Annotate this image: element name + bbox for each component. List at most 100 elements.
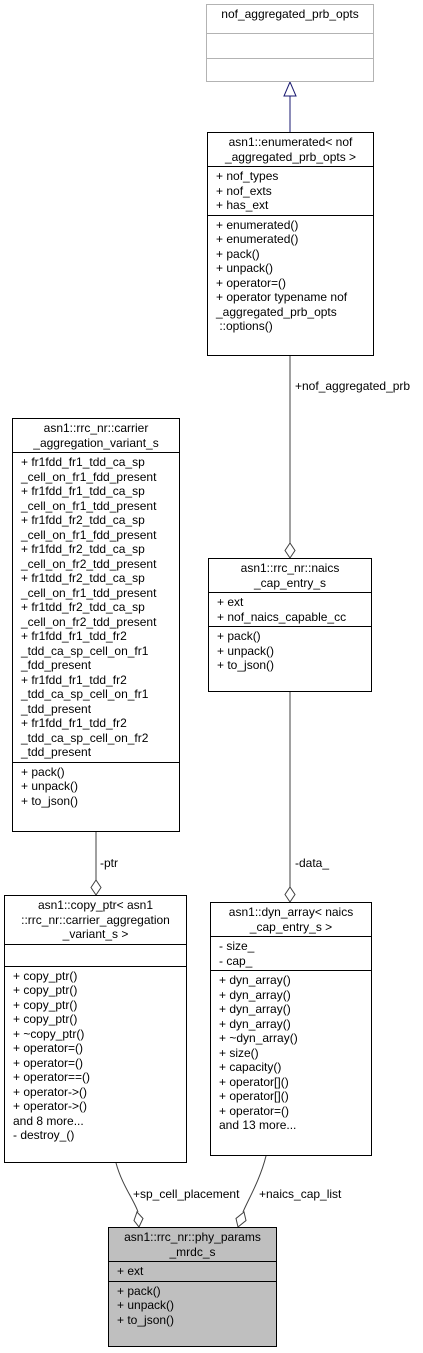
attribute-line: + ext (217, 595, 244, 609)
attribute-line: + fr1fdd_fr1_tdd_ca_sp (21, 484, 145, 498)
attribute-line: _tdd_ca_sp_cell_on_fr2 (21, 730, 149, 745)
operation-line: + ~copy_ptr() (13, 1026, 85, 1041)
class-title: asn1::copy_ptr< asn1::rrc_nr::carrier_ag… (5, 896, 186, 944)
attribute-line: _cell_on_fr1_fdd_present (21, 469, 157, 484)
attribute-line: - size_ (219, 939, 255, 953)
attribute-line: + fr1fdd_fr1_tdd_fr2 (21, 672, 127, 687)
operation-line: + pack() (117, 1283, 161, 1298)
operation-line: ::options() (216, 319, 273, 333)
operation-line: + dyn_array() (219, 987, 291, 1002)
class-attributes (5, 943, 186, 966)
class-title: asn1::rrc_nr::naics_cap_entry_s (209, 559, 371, 592)
attribute-line: _cell_on_fr2_tdd_present (21, 614, 157, 629)
operation-line: + operator->() (13, 1084, 88, 1099)
class-name-line: _cap_entry_s > (249, 919, 333, 934)
attribute-line: _tdd_ca_sp_cell_on_fr1 (21, 643, 149, 658)
class-name-line: _mrdc_s (169, 1244, 216, 1259)
class-operations (207, 58, 373, 82)
class-carrier-aggregation-variant[interactable]: asn1::rrc_nr::carrier_aggregation_varian… (12, 418, 180, 832)
edge-label-naics-cap-list: +naics_cap_list (259, 1187, 342, 1201)
attribute-line: _cell_on_fr1_tdd_present (21, 585, 157, 600)
class-naics-cap-entry[interactable]: asn1::rrc_nr::naics_cap_entry_s + ext+ n… (208, 558, 372, 692)
class-name-line: ::rrc_nr::carrier_aggregation (21, 912, 170, 927)
operation-line: + operator[]() (219, 1074, 289, 1089)
class-attributes: + ext+ nof_naics_capable_cc (209, 592, 371, 626)
operation-line: + copy_ptr() (13, 1012, 78, 1026)
edge-label-data: -data_ (295, 856, 330, 870)
attribute-line: - cap_ (219, 953, 253, 968)
class-dyn-array[interactable]: asn1::dyn_array< naics_cap_entry_s > - s… (210, 902, 372, 1156)
class-operations: + pack()+ unpack()+ to_json() (209, 626, 371, 675)
operation-line: + operator->() (13, 1099, 88, 1113)
attribute-line: + fr1fdd_fr2_tdd_ca_sp (21, 542, 145, 556)
attribute-line: + fr1tdd_fr2_tdd_ca_sp (21, 600, 145, 614)
class-attributes (207, 33, 373, 58)
operation-line: + unpack() (117, 1298, 175, 1312)
attribute-line: _tdd_present (21, 745, 92, 759)
class-operations: + pack()+ unpack()+ to_json() (109, 1280, 276, 1330)
operation-line: + operator==() (13, 1070, 91, 1084)
class-name-line: nof_aggregated_prb_opts (221, 7, 359, 21)
operation-line: + enumerated() (216, 232, 299, 246)
class-name-line: _cap_entry_s (253, 575, 327, 590)
class-title: asn1::rrc_nr::carrier_aggregation_varian… (13, 419, 179, 452)
operation-line: + dyn_array() (219, 1016, 291, 1031)
attribute-line: _tdd_ca_sp_cell_on_fr1 (21, 687, 149, 701)
edge-label-ptr: -ptr (100, 856, 118, 870)
operation-line: + unpack() (217, 643, 275, 658)
class-operations: + pack()+ unpack()+ to_json() (13, 761, 179, 811)
class-title: nof_aggregated_prb_opts (207, 5, 373, 33)
class-phy-params-mrdc[interactable]: asn1::rrc_nr::phy_params_mrdc_s + ext + … (108, 1227, 277, 1347)
attribute-line: + has_ext (216, 198, 269, 212)
attribute-line: + fr1fdd_fr2_tdd_ca_sp (21, 513, 145, 527)
inheritance-edge (283, 80, 297, 132)
operation-line: + operator typename nof (216, 290, 348, 304)
operation-line: + enumerated() (216, 217, 299, 232)
class-operations: + copy_ptr()+ copy_ptr()+ copy_ptr()+ co… (5, 965, 186, 1145)
operation-line: + to_json() (217, 658, 275, 672)
operation-line: + copy_ptr() (13, 997, 78, 1012)
class-name-line: _aggregated_prb_opts > (224, 149, 357, 164)
class-attributes: + ext (109, 1261, 276, 1281)
attribute-line: + nof_naics_capable_cc (217, 609, 347, 624)
operation-line: + pack() (216, 246, 260, 261)
edge-data (284, 692, 296, 903)
attribute-line: + nof_exts (216, 183, 272, 198)
attribute-line: + fr1fdd_fr1_tdd_ca_sp (21, 455, 145, 469)
operation-line: + operator=() (216, 275, 287, 290)
edge-sp-cell-placement (115, 1162, 144, 1228)
edge-nof-aggregated-prb (284, 356, 296, 559)
operation-line: + to_json() (117, 1312, 175, 1327)
class-name-line: asn1::rrc_nr::phy_params (124, 1230, 261, 1244)
operation-line: + operator[]() (219, 1089, 289, 1103)
operation-line: + copy_ptr() (13, 968, 78, 983)
operation-line: + pack() (21, 764, 65, 779)
class-attributes: + nof_types+ nof_exts+ has_ext (208, 166, 373, 215)
class-title: asn1::enumerated< nof_aggregated_prb_opt… (208, 133, 373, 166)
edge-naics-cap-list (235, 1155, 267, 1228)
class-operations: + dyn_array()+ dyn_array()+ dyn_array()+… (211, 970, 371, 1135)
class-copy-ptr[interactable]: asn1::copy_ptr< asn1::rrc_nr::carrier_ag… (4, 895, 187, 1163)
operation-line: + copy_ptr() (13, 983, 78, 997)
class-name-line: _variant_s > (62, 927, 129, 941)
class-name-line: asn1::dyn_array< naics (228, 905, 354, 919)
operation-line: + to_json() (21, 793, 79, 808)
class-attributes: + fr1fdd_fr1_tdd_ca_sp_cell_on_fr1_fdd_p… (13, 452, 179, 762)
edge-ptr (90, 832, 102, 896)
edge-label-sp-cell-placement: +sp_cell_placement (133, 1187, 240, 1201)
class-nof-aggregated-prb-opts[interactable]: nof_aggregated_prb_opts (206, 4, 374, 82)
operation-line: + capacity() (219, 1060, 282, 1074)
attribute-line: + fr1fdd_fr1_tdd_fr2 (21, 629, 127, 643)
attribute-line: + fr1tdd_fr2_tdd_ca_sp (21, 571, 145, 585)
operation-line: + unpack() (21, 779, 79, 793)
class-operations: + enumerated()+ enumerated()+ pack()+ un… (208, 214, 373, 336)
class-name-line: asn1::copy_ptr< asn1 (37, 898, 154, 912)
attribute-line: + nof_types (216, 169, 279, 183)
class-enumerated[interactable]: asn1::enumerated< nof_aggregated_prb_opt… (207, 132, 374, 356)
attribute-line: _tdd_present (21, 701, 92, 716)
operation-line: - destroy_() (13, 1128, 75, 1142)
operation-line: _aggregated_prb_opts (216, 304, 337, 319)
operation-line: + operator=() (219, 1103, 290, 1118)
operation-line: + dyn_array() (219, 1002, 291, 1016)
class-name-line: asn1::enumerated< nof (228, 135, 353, 149)
